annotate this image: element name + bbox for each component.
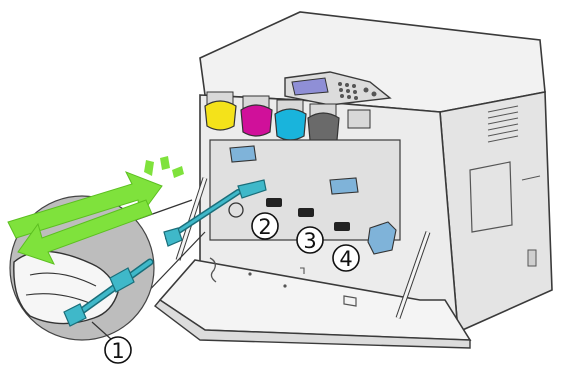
toner-cartridge-icon-black [308, 104, 339, 144]
toner-cartridge-icon-yellow [205, 92, 236, 130]
side-port [528, 250, 536, 266]
blue-latch [368, 222, 396, 254]
toner-cartridge-icon-cyan [275, 100, 306, 140]
blue-handle-left [230, 146, 256, 162]
callout-2-label: 2 [258, 215, 271, 239]
callout-4-label: 4 [339, 247, 352, 271]
callout-4: 4 [333, 245, 359, 271]
callout-2: 2 [252, 213, 278, 239]
toner-cartridge-icon-magenta [241, 96, 272, 136]
callout-3: 3 [297, 227, 323, 253]
blue-handle-right [330, 178, 358, 194]
slot-4 [334, 222, 350, 231]
callout-3-label: 3 [303, 229, 316, 253]
slot-2 [266, 198, 282, 207]
motion-sparks [144, 156, 184, 178]
callout-1-label: 1 [111, 339, 124, 363]
slot-3 [298, 208, 314, 217]
